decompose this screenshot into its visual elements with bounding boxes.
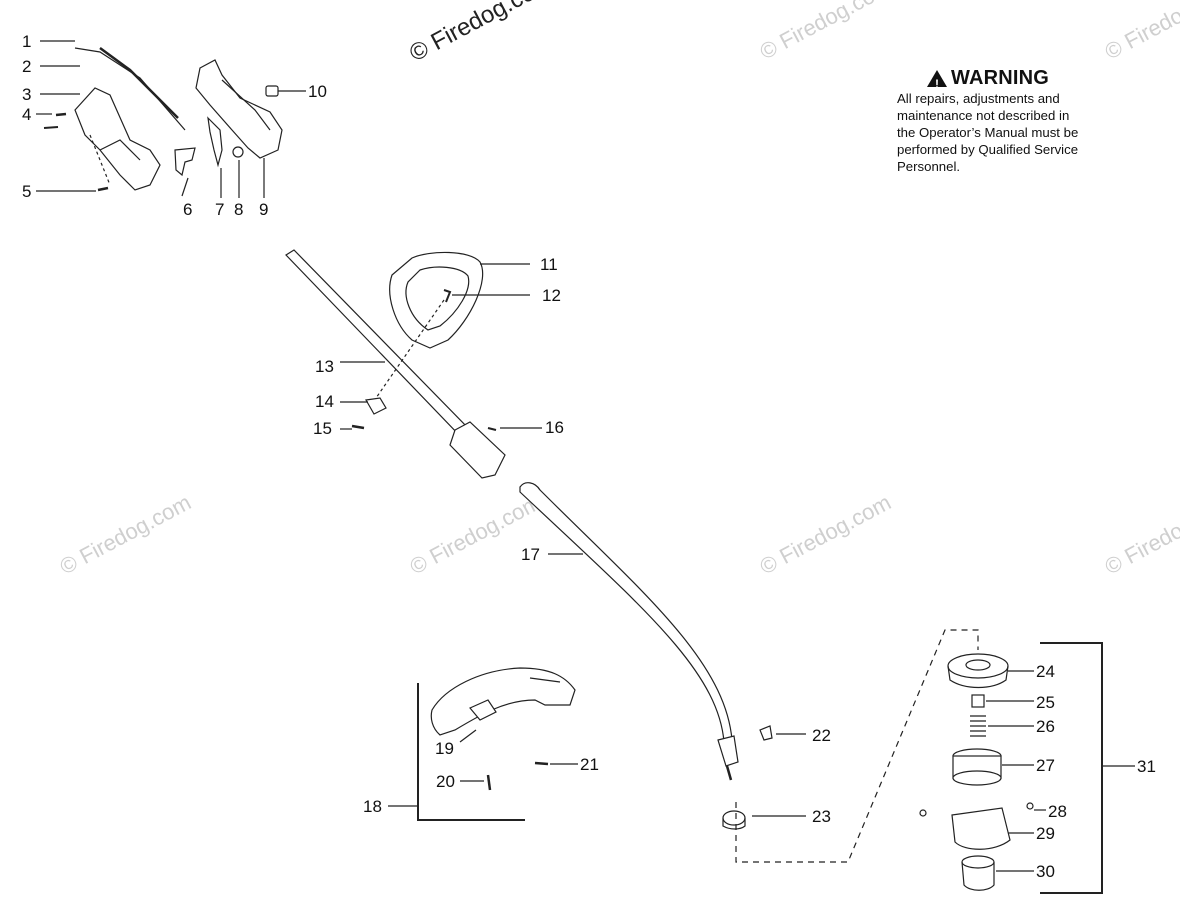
watermark: © Firedog.com [56, 489, 195, 579]
part-number-labels: 1 2 3 4 5 6 7 8 9 10 11 12 13 14 15 16 1… [22, 32, 1156, 881]
part-number-label: 9 [259, 200, 268, 219]
guard-group [388, 667, 578, 821]
warning-title: WARNING [927, 66, 1157, 96]
part-number-label: 7 [215, 200, 224, 219]
part-number-label: 18 [363, 797, 382, 816]
part-number-label: 10 [308, 82, 327, 101]
part-number-label: 6 [183, 200, 192, 219]
part-number-label: 3 [22, 85, 31, 104]
part-number-label: 26 [1036, 717, 1055, 736]
warning-line: performed by Qualified Service [897, 142, 1079, 157]
watermark: © Firedog.com [406, 489, 545, 579]
part-number-label: 25 [1036, 693, 1055, 712]
part-number-label: 2 [22, 57, 31, 76]
part-number-label: 13 [315, 357, 334, 376]
watermark: © Firedog.com [756, 489, 895, 579]
trimmer-head-group [735, 629, 1135, 894]
part-number-label: 16 [545, 418, 564, 437]
loop-handle-group [285, 249, 542, 479]
watermark: © Firedog.com [756, 0, 895, 64]
part-number-label: 30 [1036, 862, 1055, 881]
warning-triangle-icon [927, 69, 947, 96]
warning-title-text: WARNING [951, 67, 1050, 89]
part-number-label: 5 [22, 182, 31, 201]
part-number-label: 1 [22, 32, 31, 51]
part-number-label: 8 [234, 200, 243, 219]
part-number-label: 28 [1048, 802, 1067, 821]
part-number-label: 21 [580, 755, 599, 774]
throttle-handle-group [36, 40, 306, 198]
part-number-label: 17 [521, 545, 540, 564]
part-number-label: 20 [436, 772, 455, 791]
part-number-label: 19 [435, 739, 454, 758]
part-number-label: 14 [315, 392, 334, 411]
watermark: © Firedog.com [1101, 489, 1180, 579]
part-number-label: 24 [1036, 662, 1055, 681]
part-number-label: 15 [313, 419, 332, 438]
part-number-label: 27 [1036, 756, 1055, 775]
warning-text: All repairs, adjustments and maintenance… [897, 90, 1157, 175]
part-number-label: 23 [812, 807, 831, 826]
lower-shaft-group [519, 482, 806, 830]
part-number-label: 22 [812, 726, 831, 745]
warning-line: Personnel. [897, 159, 961, 174]
part-number-label: 31 [1137, 757, 1156, 776]
part-number-label: 4 [22, 105, 31, 124]
watermark-top: © Firedog.com [405, 0, 557, 67]
part-number-label: 12 [542, 286, 561, 305]
watermark: © Firedog.com [1101, 0, 1180, 64]
part-number-label: 11 [540, 255, 558, 274]
warning-notice: WARNING All repairs, adjustments and mai… [897, 66, 1157, 175]
part-number-label: 29 [1036, 824, 1055, 843]
warning-line: maintenance not described in [897, 108, 1070, 123]
warning-line: the Operator’s Manual must be [897, 125, 1079, 140]
